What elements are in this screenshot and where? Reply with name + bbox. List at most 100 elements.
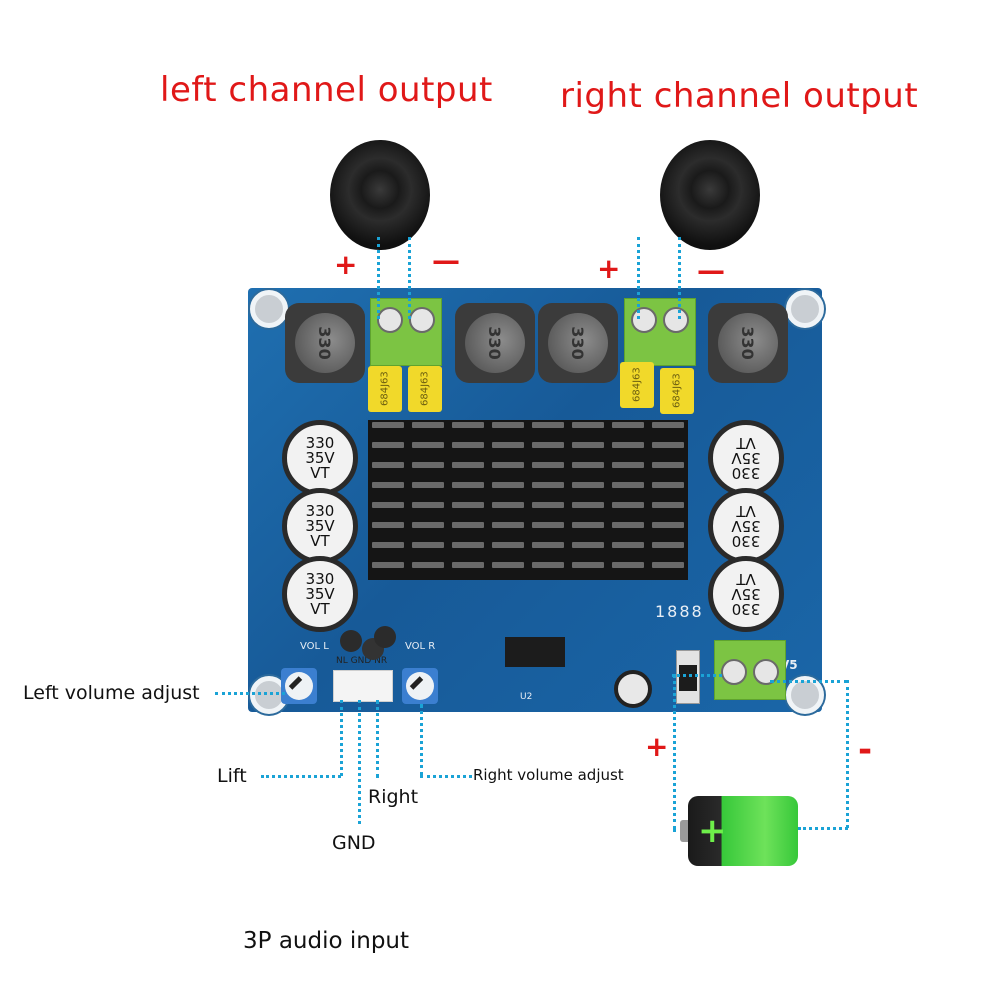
- right-speaker-minus: —: [697, 254, 725, 287]
- heatsink-fin: [492, 542, 524, 548]
- heatsink-fin: [612, 462, 644, 468]
- heatsink-fin: [372, 442, 404, 448]
- left-minus-wire: [408, 237, 411, 319]
- lift-label: Lift: [217, 765, 247, 787]
- silkscreen-1888: 1888: [655, 602, 704, 621]
- amplifier-ic: [505, 637, 565, 667]
- power-terminal[interactable]: [714, 640, 786, 700]
- heatsink-fin: [372, 422, 404, 428]
- small-capacitor: [340, 630, 362, 652]
- silkscreen-vol-r: VOL R: [405, 641, 436, 652]
- left-volume-label: Left volume adjust: [23, 682, 200, 704]
- small-capacitor: [374, 626, 396, 648]
- left-speaker-icon: [330, 140, 430, 250]
- mounting-hole: [250, 290, 288, 328]
- heatsink-fin: [492, 442, 524, 448]
- heatsink-fin: [652, 562, 684, 568]
- heatsink-fin: [572, 462, 604, 468]
- lift-wire-h: [261, 775, 341, 778]
- heatsink-fin: [572, 562, 604, 568]
- heatsink-fin: [612, 562, 644, 568]
- right-volume-potentiometer[interactable]: [402, 668, 438, 704]
- inductor-l1: 330: [285, 303, 365, 383]
- heatsink-fin: [532, 482, 564, 488]
- left-speaker-plus: +: [334, 248, 358, 281]
- heatsink-fin: [372, 502, 404, 508]
- silkscreen-vol-l: VOL L: [300, 641, 329, 652]
- film-capacitor: 684J63: [620, 362, 654, 408]
- heatsink-fin: [412, 502, 444, 508]
- screw-icon: [377, 307, 403, 333]
- heatsink-fin: [452, 522, 484, 528]
- gnd-label: GND: [332, 832, 376, 854]
- heatsink-fin: [652, 542, 684, 548]
- battery-plus-sign: +: [645, 730, 669, 763]
- battery-minus-wire: [846, 680, 849, 828]
- film-capacitor: 684J63: [368, 366, 402, 412]
- heatsink-fin: [492, 522, 524, 528]
- audio-input-label: 3P audio input: [243, 928, 410, 954]
- right-speaker-plus: +: [597, 252, 621, 285]
- heatsink-fin: [412, 482, 444, 488]
- heatsink-fin: [452, 442, 484, 448]
- heatsink-fin: [372, 562, 404, 568]
- screw-icon: [721, 659, 747, 685]
- left-output-terminal[interactable]: [370, 298, 442, 366]
- film-capacitor: 684J63: [660, 368, 694, 414]
- heatsink-fin: [652, 422, 684, 428]
- heatsink-fin: [412, 562, 444, 568]
- right-channel-output-title: right channel output: [560, 76, 919, 116]
- heatsink-fin: [492, 502, 524, 508]
- heatsink-fin: [452, 502, 484, 508]
- heatsink-fin: [652, 442, 684, 448]
- silkscreen-u2: U2: [520, 692, 533, 702]
- silkscreen-input-pins: NL GND NR: [336, 656, 388, 666]
- heatsink-fin: [652, 462, 684, 468]
- heatsink-fin: [572, 482, 604, 488]
- heatsink-fin: [612, 502, 644, 508]
- heatsink-fin: [532, 502, 564, 508]
- heatsink-fin: [452, 562, 484, 568]
- inductor-l3: 330: [538, 303, 618, 383]
- audio-input-connector[interactable]: [333, 670, 393, 702]
- right-volume-wire-h: [420, 775, 472, 778]
- heatsink-fin: [532, 522, 564, 528]
- film-capacitor: 684J63: [408, 366, 442, 412]
- left-volume-potentiometer[interactable]: [281, 668, 317, 704]
- heatsink-fin: [492, 562, 524, 568]
- battery-minus-wire-h: [770, 680, 848, 683]
- heatsink-fin: [372, 542, 404, 548]
- capacitor-c36: [614, 670, 652, 708]
- right-speaker-icon: [660, 140, 760, 250]
- heatsink-fin: [572, 442, 604, 448]
- screw-icon: [663, 307, 689, 333]
- heatsink-fin: [372, 522, 404, 528]
- right-volume-label: Right volume adjust: [473, 766, 624, 784]
- heatsink-fin: [572, 422, 604, 428]
- heatsink-fin: [532, 462, 564, 468]
- heatsink-fin: [572, 502, 604, 508]
- heatsink-fin: [412, 442, 444, 448]
- heatsink-fin: [612, 482, 644, 488]
- heatsink-fin: [412, 542, 444, 548]
- battery-plus-wire: [673, 674, 676, 830]
- screw-icon: [409, 307, 435, 333]
- right-output-terminal[interactable]: [624, 298, 696, 366]
- heatsink-fin: [372, 462, 404, 468]
- inductor-l2: 330: [455, 303, 535, 383]
- heatsink-fin: [652, 502, 684, 508]
- heatsink-fin: [572, 522, 604, 528]
- screw-icon: [631, 307, 657, 333]
- heatsink-fin: [452, 482, 484, 488]
- heatsink-fin: [652, 482, 684, 488]
- left-plus-wire: [377, 237, 380, 319]
- heatsink-fin: [612, 442, 644, 448]
- heatsink-fin: [412, 522, 444, 528]
- gnd-wire: [358, 700, 361, 824]
- heatsink-fin: [372, 482, 404, 488]
- battery-plus-wire-h: [672, 674, 722, 677]
